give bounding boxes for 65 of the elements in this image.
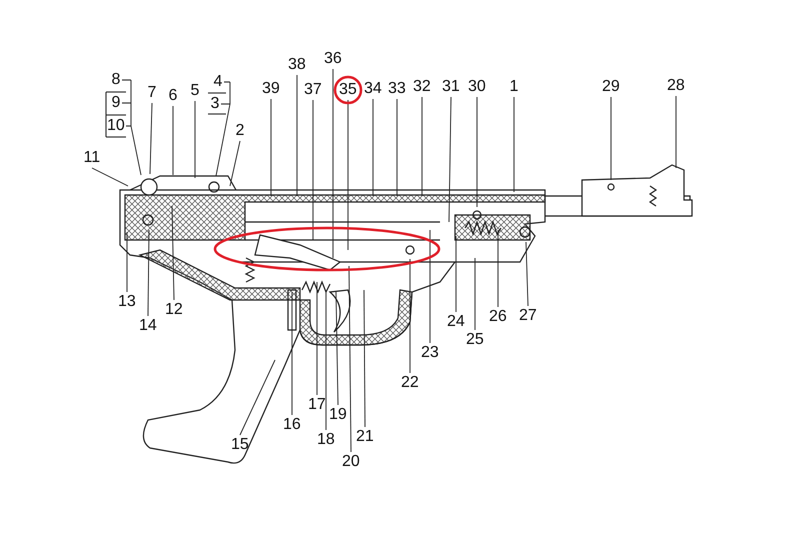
callout-number: 32 [412, 78, 432, 96]
callout-number: 4 [212, 73, 224, 91]
leader-line [194, 100, 196, 178]
callout-number: 16 [282, 416, 302, 434]
callout-number: 13 [117, 293, 137, 311]
callout-number: 2 [234, 122, 246, 140]
leader-line [364, 290, 366, 428]
callout-number: 12 [164, 301, 184, 319]
callout-number: 30 [467, 78, 487, 96]
callout-number: 19 [328, 406, 348, 424]
callout-number: 25 [465, 331, 485, 349]
leader-line [476, 96, 478, 208]
leader-line [448, 96, 452, 222]
callout-number: 33 [387, 80, 407, 98]
callout-number: 3 [210, 95, 220, 113]
callout-number: 21 [355, 428, 375, 446]
leader-line [216, 82, 230, 176]
leader-line [270, 98, 272, 196]
leader-line [372, 98, 374, 196]
callout-number: 20 [341, 453, 361, 471]
callout-number: 39 [261, 80, 281, 98]
leader-line [172, 106, 174, 176]
leader-line [230, 140, 240, 186]
callout-number: 8 [110, 71, 122, 89]
leader-line [150, 102, 152, 174]
callout-number: 27 [518, 307, 538, 325]
callout-number: 14 [138, 317, 158, 335]
callout-number: 34 [363, 80, 383, 98]
callout-number: 6 [168, 87, 178, 105]
leader-line [348, 266, 352, 452]
leader-line [126, 232, 128, 292]
leader-line [610, 96, 612, 180]
leader-line [396, 98, 398, 196]
callout-number: 10 [106, 117, 126, 135]
callout-number: 15 [230, 436, 250, 454]
callout-number: 26 [488, 308, 508, 326]
callout-number: 23 [420, 344, 440, 362]
callout-number: 38 [287, 56, 307, 74]
leader-line [122, 80, 142, 176]
leader-line [332, 68, 334, 258]
callout-number: 17 [307, 396, 327, 414]
callout-number: 36 [323, 50, 343, 68]
callout-number: 29 [601, 78, 621, 96]
callout-number: 35 [338, 81, 358, 99]
callout-number: 24 [446, 313, 466, 331]
leader-line [240, 360, 276, 436]
callout-number: 37 [303, 81, 323, 99]
callout-number: 7 [146, 84, 158, 102]
callout-number: 28 [666, 77, 686, 95]
callout-number: 1 [508, 78, 520, 96]
callout-number: 31 [441, 78, 461, 96]
leader-line [296, 74, 298, 196]
leader-line [312, 100, 314, 240]
leader-line [336, 292, 338, 406]
leader-line [148, 230, 150, 316]
callout-number: 9 [110, 94, 122, 112]
leader-line [474, 258, 476, 330]
callout-number: 11 [82, 149, 102, 167]
callout-number: 5 [190, 82, 200, 100]
leader-line [526, 242, 528, 306]
leader-line [92, 168, 128, 186]
callout-number: 18 [316, 431, 336, 449]
leader-line [316, 282, 318, 396]
callout-number: 22 [400, 374, 420, 392]
leader-line [172, 206, 174, 300]
